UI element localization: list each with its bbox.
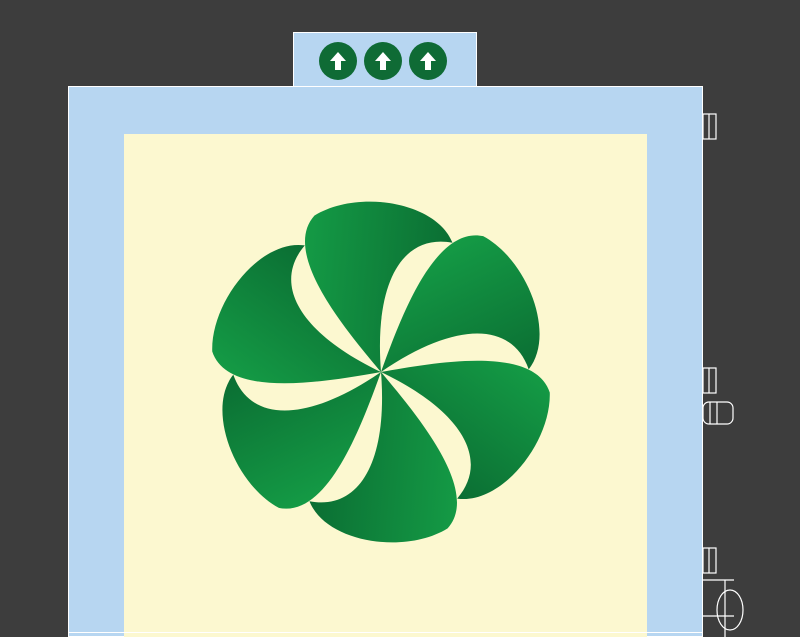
fan-blade: [305, 201, 453, 372]
up-arrow-icon: [375, 52, 391, 70]
fan-blade: [222, 372, 381, 509]
pipe-connectors: [702, 113, 744, 637]
fan-blade: [381, 235, 540, 372]
fan-blades: [212, 201, 550, 543]
valve-middle: [702, 401, 734, 425]
fan-blade: [381, 360, 550, 499]
up-arrow-icon: [330, 52, 346, 70]
up-arrow-button-2[interactable]: [364, 42, 402, 80]
fan-blade: [212, 245, 381, 384]
fan-blade: [309, 372, 457, 543]
up-arrow-button-3[interactable]: [409, 42, 447, 80]
up-arrow-icon: [420, 52, 436, 70]
housing-bottom-edge: [68, 632, 703, 633]
up-arrow-button-1[interactable]: [319, 42, 357, 80]
valve-bottom: [716, 589, 744, 631]
top-vent-tab: [293, 32, 477, 87]
